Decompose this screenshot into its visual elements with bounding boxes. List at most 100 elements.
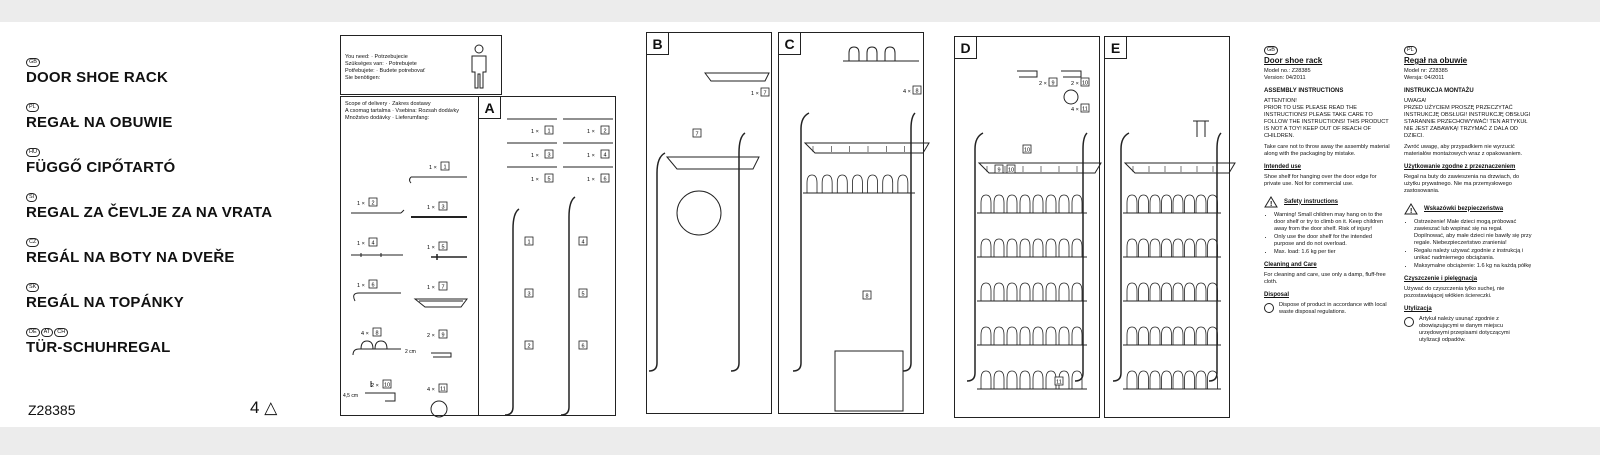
step-b-drawing: 1 ×77 xyxy=(648,72,770,372)
part-number-label: 6 xyxy=(600,173,610,183)
step-letter-e: E xyxy=(1105,37,1127,59)
cleaning-text: For cleaning and care, use only a damp, … xyxy=(1264,272,1386,285)
product-title: REGÁL NA TOPÁNKY xyxy=(26,294,184,311)
part-number-label: 5 xyxy=(438,241,448,251)
quantity-label: 1 × xyxy=(531,153,539,159)
svg-text:3: 3 xyxy=(547,152,550,158)
you-need-line: Szükséges van: · Potrebujete xyxy=(345,61,417,67)
person-icon xyxy=(471,44,487,89)
part-number-label: 11 xyxy=(438,383,448,393)
part-number-label: 10 xyxy=(382,379,392,389)
svg-text:7: 7 xyxy=(695,131,698,137)
product-title: REGÁL NA BOTY NA DVEŘE xyxy=(26,249,235,266)
safety-item: Ostrzeżenie! Małe dzieci mogą próbować z… xyxy=(1414,219,1532,247)
language-code-badge: DE xyxy=(26,328,40,337)
part-number-label: 9 xyxy=(1048,77,1058,87)
warning-triangle-icon: ! xyxy=(1404,203,1418,215)
language-title-block: CZ REGÁL NA BOTY NA DVEŘE xyxy=(26,230,326,267)
safety-list: Ostrzeżenie! Małe dzieci mogą próbować z… xyxy=(1404,219,1532,270)
quantity-label: 1 × xyxy=(751,91,759,97)
quantity-label: 4 × xyxy=(361,331,369,337)
intended-use-heading: Intended use xyxy=(1264,164,1302,170)
attention-text: UWAGA! PRZED UŻYCIEM PROSZĘ PRZECZYTAĆ I… xyxy=(1404,98,1531,139)
step-e-panel: E xyxy=(1104,36,1236,418)
part-number-label: 10 xyxy=(1006,164,1016,174)
part-number-label: 10 xyxy=(1080,77,1090,87)
assembly-heading: INSTRUKCJA MONTAŻU xyxy=(1404,88,1474,94)
version-line: Wersja: 04/2011 xyxy=(1404,75,1445,81)
part-number-label: 1 xyxy=(440,161,450,171)
part-number-label: 9 xyxy=(994,164,1004,174)
part-number-label: 2 xyxy=(368,197,378,207)
part-number-label: 10 xyxy=(1022,144,1032,154)
part-number-label: 1 xyxy=(524,236,534,246)
quantity-label: 1 × xyxy=(427,245,435,251)
svg-text:11: 11 xyxy=(1056,379,1062,385)
svg-text:8: 8 xyxy=(375,330,378,336)
quantity-label: 2 × xyxy=(1039,81,1047,87)
quantity-label: 2 × xyxy=(1071,81,1079,87)
svg-text:1: 1 xyxy=(547,128,550,134)
safety-heading-row: !Safety instructions xyxy=(1264,196,1392,208)
part-number-label: 8 xyxy=(372,327,382,337)
part-number-label: 7 xyxy=(760,87,770,97)
product-title: REGAL ZA ČEVLJE ZA NA VRATA xyxy=(26,204,273,221)
svg-text:2: 2 xyxy=(603,128,606,134)
svg-text:10: 10 xyxy=(384,382,390,388)
step-letter-a: A xyxy=(479,97,501,119)
part-number-label: 2 xyxy=(600,125,610,135)
you-need-line: Sie benötigen: xyxy=(345,75,381,81)
quantity-label: 1 × xyxy=(531,177,539,183)
svg-text:!: ! xyxy=(1410,208,1412,215)
part-number-label: 6 xyxy=(368,279,378,289)
scope-line: Množstvo dodávky · Lieferumfang: xyxy=(345,115,430,121)
quantity-label: 1 × xyxy=(357,201,365,207)
safety-item: Maksymalne obciążenie: 1.6 kg na każdą p… xyxy=(1414,263,1532,270)
takecare-text: Take care not to throw away the assembly… xyxy=(1264,144,1390,157)
svg-text:6: 6 xyxy=(371,282,374,288)
disposal-text: Dispose of product in accordance with lo… xyxy=(1279,302,1387,315)
assembly-heading: ASSEMBLY INSTRUCTIONS xyxy=(1264,88,1344,94)
section-title: Regał na obuwie xyxy=(1404,56,1468,65)
svg-text:7: 7 xyxy=(441,284,444,290)
part-number-label: 3 xyxy=(524,288,534,298)
model-number: Z28385 xyxy=(28,402,76,418)
safety-item: Only use the door shelf for the intended… xyxy=(1274,234,1392,248)
takecare-text: Zwróć uwagę, aby przypadkiem nie wyrzuci… xyxy=(1404,144,1523,157)
product-title: REGAŁ NA OBUWIE xyxy=(26,114,173,131)
svg-text:9: 9 xyxy=(997,167,1000,173)
quantity-label: 4 × xyxy=(427,387,435,393)
quantity-label: 1 × xyxy=(429,165,437,171)
safety-item: Max. load: 1.6 kg per tier xyxy=(1274,249,1392,256)
step-c-drawing: 4 ×88 xyxy=(792,46,930,412)
language-code-badge: PL xyxy=(1404,46,1417,55)
part-number-label: 3 xyxy=(544,149,554,159)
step-e-drawing xyxy=(1112,120,1236,390)
part-number-label: 5 xyxy=(544,173,554,183)
part-number-label: 11 xyxy=(1054,376,1064,386)
svg-text:2: 2 xyxy=(371,200,374,206)
part-number-label: 8 xyxy=(862,290,872,300)
disposal-heading: Disposal xyxy=(1264,292,1290,298)
part-number-label: 9 xyxy=(438,329,448,339)
part-number-label: 8 xyxy=(912,85,922,95)
language-code-badge: GB xyxy=(26,58,40,67)
cleaning-text: Używać do czyszczenia tylko suchej, nie … xyxy=(1404,286,1505,299)
disposal-text: Artykuł należy usunąć zgodnie z obowiązu… xyxy=(1419,316,1510,343)
quantity-label: 4 × xyxy=(903,89,911,95)
svg-text:1: 1 xyxy=(527,239,530,245)
part-number-label: 7 xyxy=(692,128,702,138)
quantity-label: 4 × xyxy=(1071,107,1079,113)
language-code-badge: CZ xyxy=(26,238,40,247)
part-number-label: 6 xyxy=(578,340,588,350)
part-number-label: 4 xyxy=(368,237,378,247)
